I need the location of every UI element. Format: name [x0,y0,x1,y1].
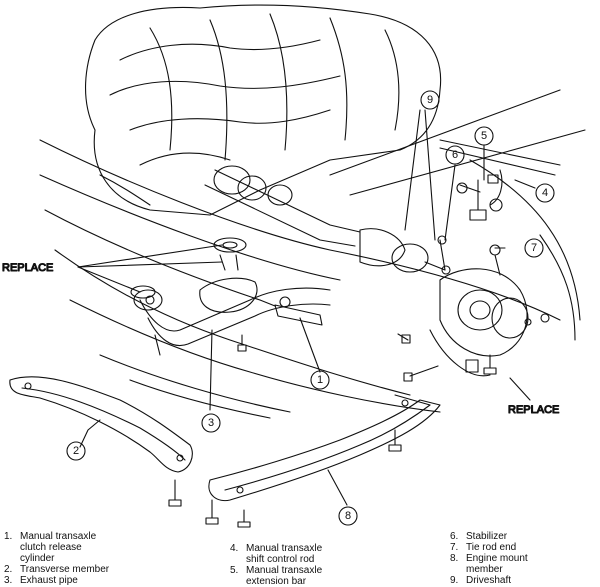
legend-item-2: 2. Transverse member [4,564,110,575]
svg-text:1: 1 [317,374,323,386]
callout-6: 6 [445,145,465,165]
shift-control-rod [439,139,561,212]
legend-item-7: 7. Tie rod end [450,542,517,553]
legend-column-1: 1. Manual transaxle clutch release cylin… [4,531,109,586]
legend-column-2: 4. Manual transaxle shift control rod 5.… [230,543,322,587]
callout-1: 1 [310,370,330,390]
vehicle-body [39,89,586,419]
callout-9: 9 [420,90,440,110]
leader-lines [77,109,536,506]
legend-item-8: 8. Engine mount member [450,553,528,575]
svg-text:4: 4 [542,187,548,199]
stabilizer-link [437,235,451,275]
callout-8: 8 [338,506,358,526]
replace-label-right: REPLACE [508,404,559,416]
svg-text:6: 6 [452,149,458,161]
callout-2: 2 [66,441,86,461]
transverse-member [9,376,193,473]
svg-text:7: 7 [531,242,537,254]
exhaust-pipe [133,277,331,356]
clutch-release-cylinder [259,296,323,326]
driveshaft [204,165,446,273]
legend-item-3: 3. Exhaust pipe [4,575,78,586]
replace-labels: REPLACE REPLACE [1,261,559,416]
callout-4: 4 [535,183,555,203]
svg-text:9: 9 [427,94,433,106]
legend-item-6: 6. Stabilizer [450,531,508,542]
callout-5: 5 [474,126,494,146]
replace-label-left: REPLACE [2,262,53,274]
callout-7: 7 [524,238,544,258]
legend-item-4: 4. Manual transaxle shift control rod [230,543,323,565]
svg-text:8: 8 [345,510,351,522]
svg-text:2: 2 [73,445,79,457]
svg-text:3: 3 [208,417,214,429]
gaskets [130,237,247,299]
extension-bar [469,179,487,221]
bolts [168,333,497,528]
callout-3: 3 [201,413,221,433]
knuckle-hub [429,244,550,377]
svg-text:5: 5 [481,130,487,142]
engine-block [85,4,442,216]
legend-item-5: 5. Manual transaxle extension bar [230,565,323,587]
legend-column-3: 6. Stabilizer 7. Tie rod end 8. Engine m… [450,531,528,586]
legend-item-1: 1. Manual transaxle clutch release cylin… [4,531,97,564]
engine-mount-member [208,394,441,502]
legend-item-9: 9. Driveshaft [450,575,512,586]
